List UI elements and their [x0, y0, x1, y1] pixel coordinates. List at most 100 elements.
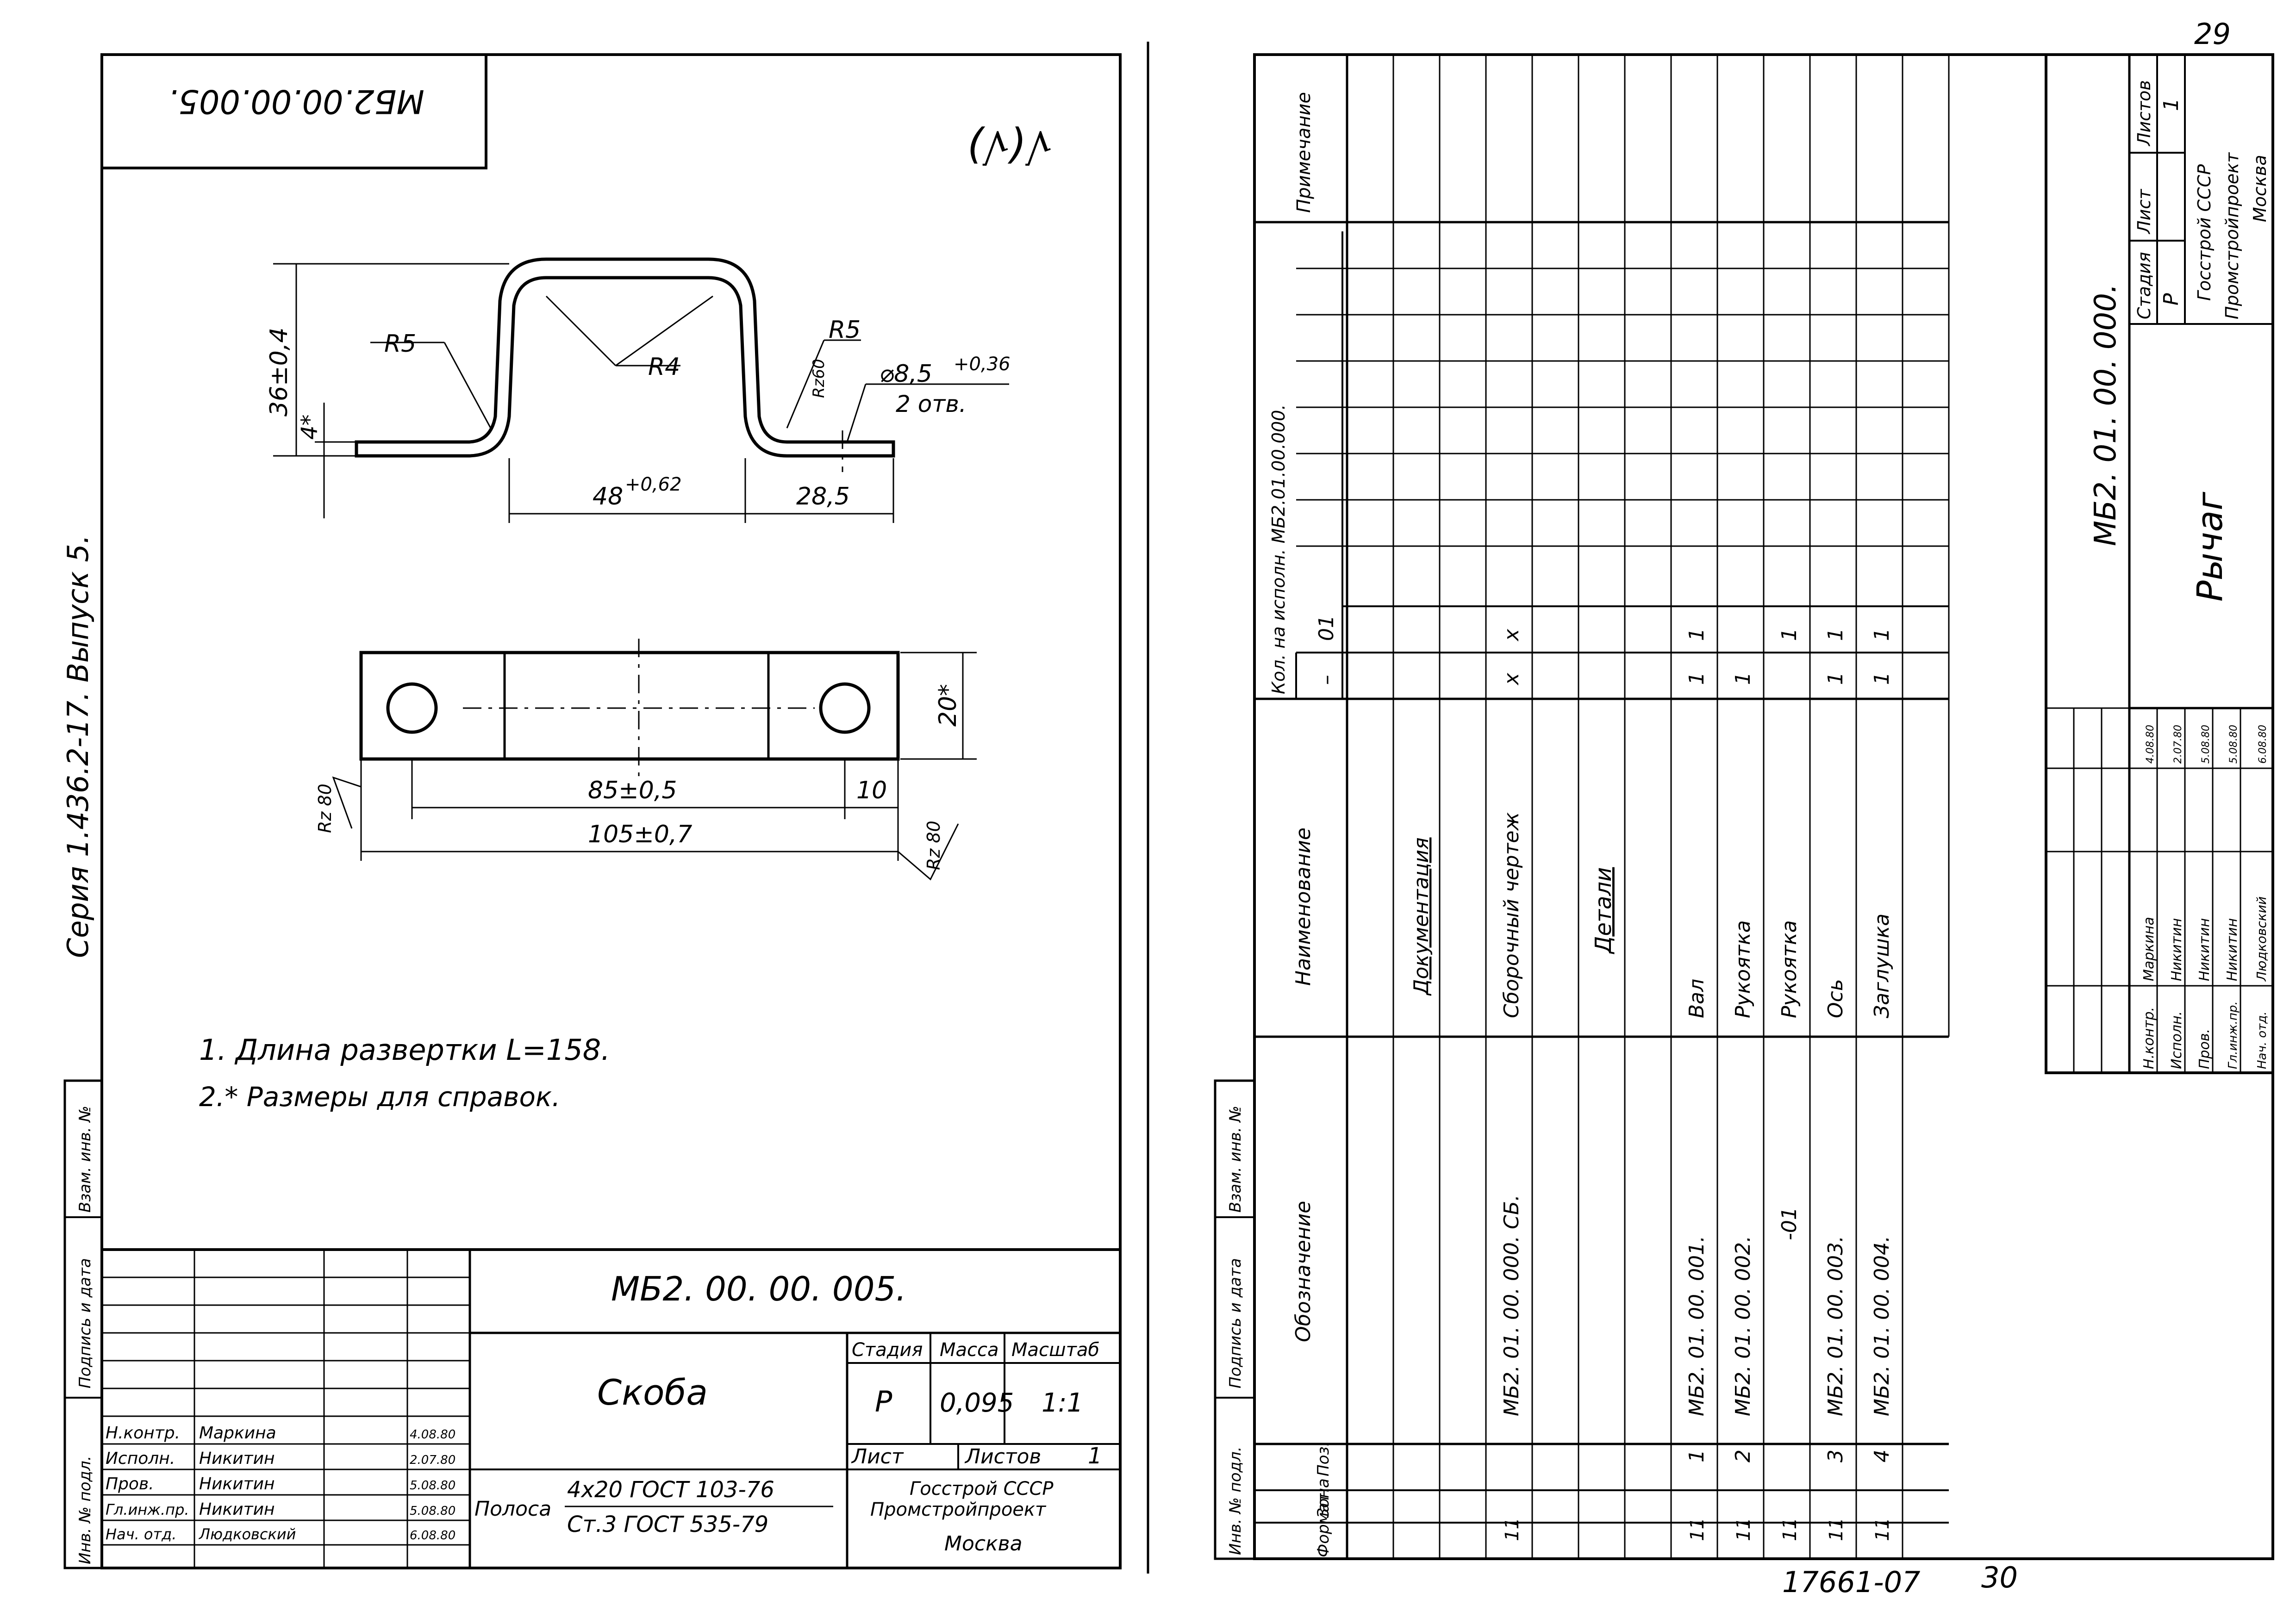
row-designation: МБ2. 01. 00. 000. СБ.	[1500, 1195, 1523, 1416]
hdr-scale: Масштаб	[1011, 1339, 1099, 1361]
row-q1: 1	[1824, 672, 1847, 685]
dim-r5-left: R5	[384, 330, 416, 358]
row-q1: 1	[1870, 672, 1894, 685]
dim-r5-right: R5	[829, 316, 861, 344]
hdr-note: Примечание	[1293, 92, 1315, 213]
sig-date: 5.08.80	[410, 1504, 455, 1518]
row-format: 11	[1502, 1518, 1523, 1541]
row-format: 11	[1872, 1518, 1893, 1541]
row-q2: х	[1500, 628, 1523, 642]
spec-row: 11 -01 Рукоятка 1	[1778, 628, 1801, 1541]
signature-rows: Н.контр. Маркина 4.08.80 Исполн. Никитин…	[106, 1424, 455, 1543]
row-q1: 1	[1731, 672, 1755, 685]
note-2: 2.* Размеры для справок.	[199, 1081, 560, 1113]
org-r-1: Госстрой СССР	[2194, 164, 2215, 301]
row-pos: 4	[1870, 1450, 1894, 1462]
val-sheets: 1	[1088, 1443, 1102, 1469]
hdr-qty-dash: –	[1315, 675, 1338, 685]
sig-role: Н.контр.	[106, 1424, 180, 1443]
lbl-sheet: Лист	[851, 1445, 904, 1468]
org-r-3: Москва	[2250, 155, 2270, 222]
val-sheets-r: 1	[2159, 98, 2183, 111]
row-q2: 1	[1685, 628, 1709, 641]
sig-role: Нач. отд.	[106, 1525, 176, 1543]
dim-rz60: Rz60	[810, 359, 828, 398]
hdr-qty-01: 01	[1315, 615, 1338, 641]
sig-date: 6.08.80	[2257, 725, 2269, 764]
val-mass: 0,095	[940, 1388, 1014, 1418]
sig-date: 2.07.80	[2172, 725, 2184, 764]
sig-name: Никитин	[2224, 918, 2240, 981]
row-designation: МБ2. 01. 00. 002.	[1731, 1236, 1755, 1416]
sig-date: 6.08.80	[410, 1529, 455, 1543]
dim-flange-h: 4*	[297, 414, 323, 440]
roughness-symbol: √(√)	[967, 122, 1052, 170]
hdr-stage: Стадия	[852, 1339, 923, 1361]
val-stage-r: Р	[2159, 293, 2183, 305]
dim-width-mid-tol: +0,62	[625, 474, 682, 495]
row-format: 11	[1779, 1518, 1801, 1541]
sig-name: Никитин	[199, 1449, 275, 1468]
row-name: Документация	[1410, 837, 1433, 996]
sig-name: Людковский	[199, 1525, 296, 1543]
row-name: Заглушка	[1870, 914, 1894, 1018]
material-top: 4х20 ГОСТ 103-76	[567, 1477, 774, 1503]
sig-role: Пров.	[2196, 1029, 2213, 1069]
left-designation: МБ2. 00. 00. 005.	[611, 1269, 906, 1308]
sig-date: 4.08.80	[2145, 725, 2156, 764]
side-label-inv: Инв. № подл.	[1226, 1446, 1245, 1555]
left-part-name: Скоба	[597, 1372, 708, 1413]
sig-role: Гл.инж.пр.	[2226, 1001, 2240, 1069]
spec-row: Документация	[1410, 837, 1433, 996]
row-pos: 1	[1685, 1450, 1709, 1462]
row-q2: 1	[1778, 628, 1801, 641]
dim-strip-w: 20*	[934, 684, 962, 727]
side-label-inv: Инв. № подл.	[76, 1456, 94, 1564]
row-format: 11	[1733, 1518, 1754, 1541]
row-format: 11	[1826, 1518, 1847, 1541]
row-designation: МБ2. 01. 00. 004.	[1870, 1236, 1894, 1416]
row-name: Детали	[1591, 867, 1616, 954]
footer-number: 17661-07	[1782, 1565, 1921, 1599]
hdr-sheets-r: Листов	[2134, 80, 2154, 147]
dim-holes-count: 2 отв.	[896, 391, 967, 417]
page-number-top: 29	[2194, 17, 2231, 51]
hdr-stage-r: Стадия	[2134, 252, 2154, 319]
org-3: Москва	[944, 1532, 1023, 1556]
sig-role: Гл.инж.пр.	[106, 1501, 189, 1518]
side-label-replace: Взам. инв. №	[76, 1106, 94, 1213]
row-q1: 1	[1685, 672, 1709, 685]
row-name: Рукоятка	[1778, 920, 1801, 1018]
side-label-sign: Подпись и дата	[1226, 1258, 1245, 1388]
hdr-mass: Масса	[940, 1339, 999, 1361]
sig-name: Маркина	[2141, 917, 2157, 981]
hdr-pos: Поз.	[1314, 1442, 1333, 1476]
left-sheet: Инв. № подл. Подпись и дата Взам. инв. №…	[61, 53, 1122, 1569]
org-1: Госстрой СССР	[910, 1478, 1054, 1500]
row-name: Рукоятка	[1731, 920, 1755, 1018]
sig-date: 2.07.80	[410, 1453, 455, 1467]
dim-rz80-right: Rz 80	[923, 821, 944, 870]
sig-date: 4.08.80	[410, 1428, 455, 1442]
hdr-zone: Зона	[1314, 1478, 1333, 1518]
row-q2: 1	[1870, 628, 1894, 641]
org-2: Промстройпроект	[870, 1499, 1047, 1520]
sig-role: Пров.	[106, 1475, 154, 1493]
side-label-replace: Взам. инв. №	[1226, 1106, 1245, 1213]
right-title-block: МБ2. 01. 00. 000. Рычаг Стадия Лист Лист…	[2045, 53, 2274, 1074]
right-side-strip	[1214, 1079, 1256, 1560]
sig-name: Никитин	[199, 1500, 275, 1519]
val-stage: Р	[875, 1385, 892, 1419]
row-name: Вал	[1685, 979, 1709, 1018]
sig-name: Маркина	[199, 1424, 276, 1443]
spec-row: 11 3 МБ2. 01. 00. 003. Ось 1 1	[1824, 628, 1847, 1541]
val-scale: 1:1	[1042, 1388, 1083, 1418]
spec-row: 11 4 МБ2. 01. 00. 004. Заглушка 1 1	[1870, 628, 1894, 1541]
sig-role: Нач. отд.	[2255, 1011, 2269, 1069]
sig-date: 5.08.80	[2228, 725, 2240, 764]
row-designation: МБ2. 01. 00. 001.	[1685, 1236, 1709, 1416]
sig-role: Исполн.	[106, 1449, 175, 1468]
hdr-designation: Обозначение	[1292, 1201, 1315, 1342]
dim-r4: R4	[648, 353, 680, 381]
sig-date: 5.08.80	[2200, 725, 2212, 764]
